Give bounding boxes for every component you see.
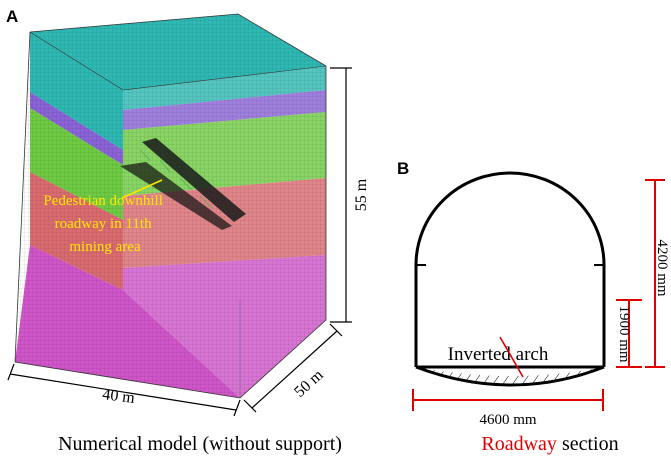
height-dimension: 55 m xyxy=(330,67,370,323)
panel-a-label: A xyxy=(6,7,18,26)
annotation-line-3: mining area xyxy=(69,239,141,255)
panel-a: A xyxy=(6,7,370,455)
caption-highlight: Roadway xyxy=(481,433,557,455)
panel-b-label: B xyxy=(397,159,409,178)
inverted-arch-curve xyxy=(415,365,605,387)
total-height-label: 4200 mm xyxy=(654,239,670,296)
annotation-leader-line xyxy=(121,179,163,199)
model-outline xyxy=(14,13,327,399)
edge-top-front xyxy=(29,31,124,91)
roadway-section-outline xyxy=(414,171,606,367)
wall-height-label: 1900 mm xyxy=(616,305,632,362)
depth-label: 50 m xyxy=(291,366,327,401)
panel-b-caption: Roadway section xyxy=(481,433,618,455)
annotation-line-1: Pedestrian downhill xyxy=(43,193,163,209)
width-label: 40 m xyxy=(101,386,136,407)
panel-a-caption: Numerical model (without support) xyxy=(58,433,342,455)
top-face-mesh xyxy=(30,14,326,90)
caption-rest: section xyxy=(557,433,619,455)
tunnel-body xyxy=(142,138,246,222)
model-mesh-overlay xyxy=(14,13,327,399)
annotation-line-2: roadway in 11th xyxy=(55,216,152,232)
front-mesh xyxy=(15,32,240,398)
height-label: 55 m xyxy=(353,178,370,211)
inverted-arch-pointer xyxy=(499,336,524,378)
roadway-annotation: Pedestrian downhill roadway in 11th mini… xyxy=(43,193,166,255)
inverted-arch-label: Inverted arch xyxy=(448,344,549,365)
tunnel-side xyxy=(120,162,232,230)
right-mesh xyxy=(123,66,326,398)
section-width-dimension: 4600 mm xyxy=(412,389,604,428)
model-top-face xyxy=(30,14,326,90)
panel-b: B Inverted arch 4200 mm 1900 mm xyxy=(397,159,670,455)
roadway-tunnel xyxy=(120,138,246,230)
wall-height-dimension: 1900 mm xyxy=(616,299,642,368)
edge-top-right xyxy=(122,65,327,91)
total-height-dimension: 4200 mm xyxy=(645,179,670,368)
tunnel-mesh xyxy=(139,149,213,209)
section-width-label: 4600 mm xyxy=(479,412,536,428)
width-dimension: 40 m xyxy=(7,363,241,417)
